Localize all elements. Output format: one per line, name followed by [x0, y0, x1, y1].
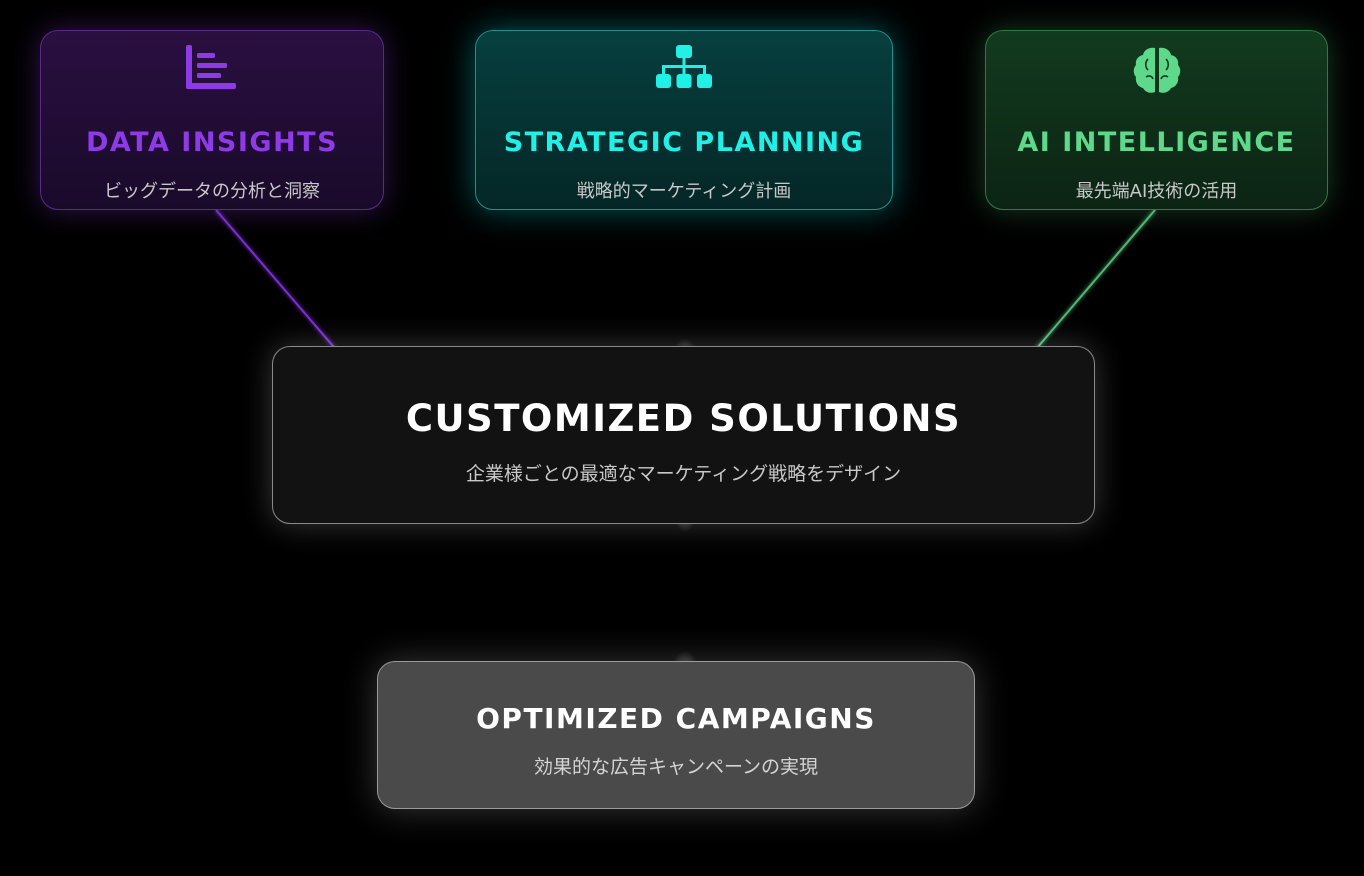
node-title: AI INTELLIGENCE — [1017, 127, 1296, 158]
node-title: CUSTOMIZED SOLUTIONS — [405, 397, 962, 440]
node-customized-solutions: CUSTOMIZED SOLUTIONS 企業様ごとの最適なマーケティング戦略を… — [272, 346, 1095, 524]
edge-ai-intelligence-to-customized-solutions — [1024, 209, 1156, 363]
node-strategic-planning: STRATEGIC PLANNING 戦略的マーケティング計画 — [475, 30, 893, 210]
node-data-insights: DATA INSIGHTS ビッグデータの分析と洞察 — [40, 30, 384, 210]
node-title: OPTIMIZED CAMPAIGNS — [476, 702, 876, 735]
node-subtitle: 最先端AI技術の活用 — [1075, 181, 1238, 202]
brain-icon — [1133, 47, 1180, 93]
node-subtitle: 戦略的マーケティング計画 — [576, 181, 792, 202]
bar-chart-icon — [186, 45, 236, 89]
node-optimized-campaigns: OPTIMIZED CAMPAIGNS 効果的な広告キャンペーンの実現 — [377, 661, 975, 809]
node-subtitle: ビッグデータの分析と洞察 — [104, 181, 320, 202]
node-subtitle: 効果的な広告キャンペーンの実現 — [533, 756, 819, 778]
node-title: DATA INSIGHTS — [85, 127, 339, 158]
node-ai-intelligence: AI INTELLIGENCE 最先端AI技術の活用 — [985, 30, 1328, 210]
node-subtitle: 企業様ごとの最適なマーケティング戦略をデザイン — [465, 463, 902, 485]
node-title: STRATEGIC PLANNING — [503, 127, 865, 158]
hierarchy-icon — [656, 45, 712, 88]
edge-data-insights-to-customized-solutions — [215, 209, 346, 361]
